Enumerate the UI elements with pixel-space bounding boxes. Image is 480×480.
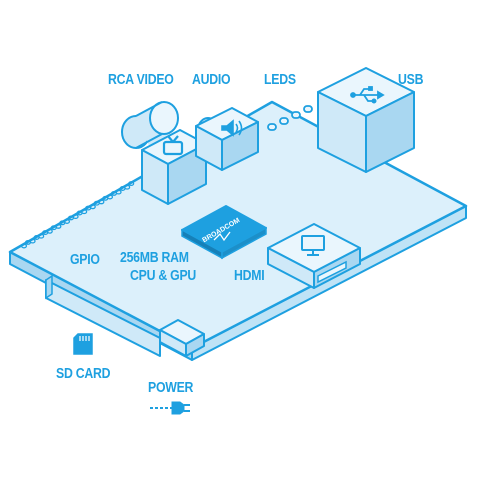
gpio-pin <box>20 243 28 249</box>
tv-icon <box>162 135 184 156</box>
gpio-header <box>20 181 135 249</box>
gpio-pin <box>50 225 57 231</box>
label-audio: AUDIO <box>192 71 231 87</box>
gpio-pin <box>93 200 100 206</box>
gpio-pin <box>33 235 40 240</box>
gpio-pin <box>128 181 135 187</box>
sd-card-slot <box>45 274 161 357</box>
soc-chip: BROADCOM <box>181 205 267 260</box>
speaker-icon <box>221 119 243 137</box>
monitor-icon <box>301 235 325 256</box>
gpio-pin <box>110 190 118 196</box>
usb-port <box>317 67 415 173</box>
gpio-pin <box>85 205 92 211</box>
gpio-pin <box>24 239 32 245</box>
label-usb: USB <box>398 71 424 87</box>
power-connector <box>159 319 205 357</box>
label-rca-video: RCA VIDEO <box>108 71 174 87</box>
gpio-pin <box>119 186 126 191</box>
audio-jack <box>195 107 259 171</box>
sd-card-icon <box>73 333 93 355</box>
hdmi-port <box>267 223 361 289</box>
label-gpio: GPIO <box>70 251 100 267</box>
power-plug-icon <box>150 401 190 415</box>
gpio-pin <box>76 210 83 216</box>
gpio-pin <box>42 230 49 236</box>
gpio-pin <box>59 220 66 226</box>
gpio-pin <box>67 215 75 221</box>
leds <box>267 105 313 131</box>
label-leds: LEDS <box>264 71 296 87</box>
usb-icon <box>350 86 385 104</box>
label-ram-line2: CPU & GPU <box>130 267 196 283</box>
label-hdmi: HDMI <box>234 267 264 283</box>
gpio-pin <box>102 195 109 201</box>
label-sd-card: SD CARD <box>56 365 111 381</box>
rca-video-jack <box>121 101 207 205</box>
label-power: POWER <box>148 379 194 395</box>
label-ram-line1: 256MB RAM <box>120 249 189 265</box>
